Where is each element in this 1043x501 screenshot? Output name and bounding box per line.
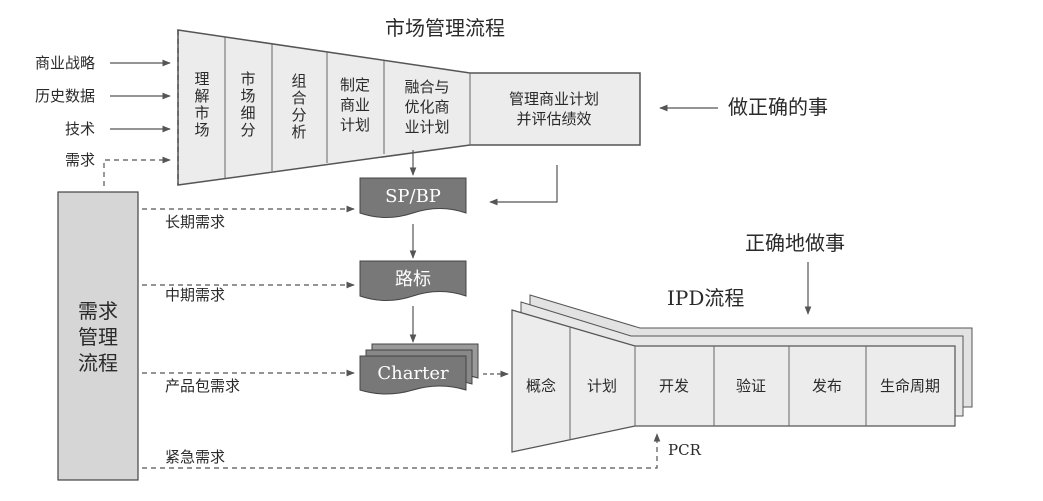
svg-text:理: 理 [194, 70, 209, 88]
svg-text:析: 析 [291, 123, 306, 141]
flow-package-demand: 产品包需求 [165, 377, 240, 395]
ipd-phase-lifecycle: 生命周期 [880, 377, 940, 395]
svg-text:组: 组 [291, 72, 306, 90]
svg-text:计划: 计划 [340, 116, 370, 134]
ipd-title: IPD流程 [667, 286, 744, 310]
manage-to-spbp-arrow [489, 165, 558, 206]
svg-text:管理: 管理 [78, 325, 118, 349]
ipd-funnel-stack [511, 294, 973, 453]
svg-text:SP/BP: SP/BP [385, 186, 441, 207]
svg-text:分: 分 [291, 106, 306, 124]
ipd-phase-verify: 验证 [736, 377, 766, 395]
svg-text:流程: 流程 [78, 351, 118, 375]
pcr-label: PCR [668, 441, 702, 459]
urgent-demand-arrow [142, 433, 661, 469]
ipd-phase-concept: 概念 [526, 377, 556, 395]
svg-text:场: 场 [240, 87, 255, 105]
market-stage-optimize: 融合与 优化商 业计划 [404, 78, 449, 136]
market-stage-manage: 管理商业计划 并评估绩效 [509, 90, 599, 128]
demand-process-box: 需求 管理 流程 [57, 191, 139, 481]
market-stage-portfolio: 组 合 分 析 [291, 72, 306, 141]
market-stage-segment: 市 场 细 分 [240, 70, 255, 139]
ipd-phase-develop: 开发 [659, 377, 689, 395]
svg-text:并评估绩效: 并评估绩效 [516, 110, 591, 128]
svg-text:业计划: 业计划 [404, 118, 449, 136]
ipd-phase-plan: 计划 [587, 377, 617, 395]
sp-bp-document: SP/BP [359, 177, 467, 218]
ipd-phase-release: 发布 [812, 377, 842, 395]
svg-text:分: 分 [240, 121, 255, 139]
flow-long-term-demand: 长期需求 [165, 213, 225, 231]
market-stage-understand: 理 解 市 场 [194, 70, 209, 139]
charter-document-stack: Charter [359, 343, 479, 395]
svg-text:需求: 需求 [78, 299, 118, 323]
market-stage-plan: 制定 商业 计划 [340, 76, 370, 134]
input-demand: 需求 [65, 151, 95, 169]
svg-text:市: 市 [240, 70, 255, 88]
input-history-data: 历史数据 [35, 87, 95, 105]
svg-text:路标: 路标 [395, 269, 431, 290]
demand-feedback-arrow [103, 156, 171, 186]
svg-text:商业: 商业 [340, 96, 370, 114]
input-business-strategy: 商业战略 [35, 54, 95, 72]
market-process-title: 市场管理流程 [385, 16, 505, 40]
flow-mid-term-demand: 中期需求 [165, 286, 225, 304]
svg-text:融合与: 融合与 [404, 78, 449, 96]
svg-text:市: 市 [194, 104, 209, 122]
do-things-right-note: 正确地做事 [745, 231, 845, 255]
svg-text:解: 解 [194, 87, 209, 105]
svg-text:制定: 制定 [340, 76, 370, 94]
flow-urgent-demand: 紧急需求 [165, 448, 225, 466]
svg-text:管理商业计划: 管理商业计划 [509, 90, 599, 108]
svg-text:细: 细 [240, 104, 255, 122]
svg-text:优化商: 优化商 [404, 98, 449, 116]
svg-text:场: 场 [194, 121, 209, 139]
do-right-things-note: 做正确的事 [728, 95, 828, 119]
market-funnel [177, 29, 641, 186]
roadmap-document: 路标 [359, 260, 467, 301]
input-technology: 技术 [65, 120, 95, 138]
svg-text:Charter: Charter [377, 363, 449, 384]
svg-text:合: 合 [291, 89, 306, 107]
